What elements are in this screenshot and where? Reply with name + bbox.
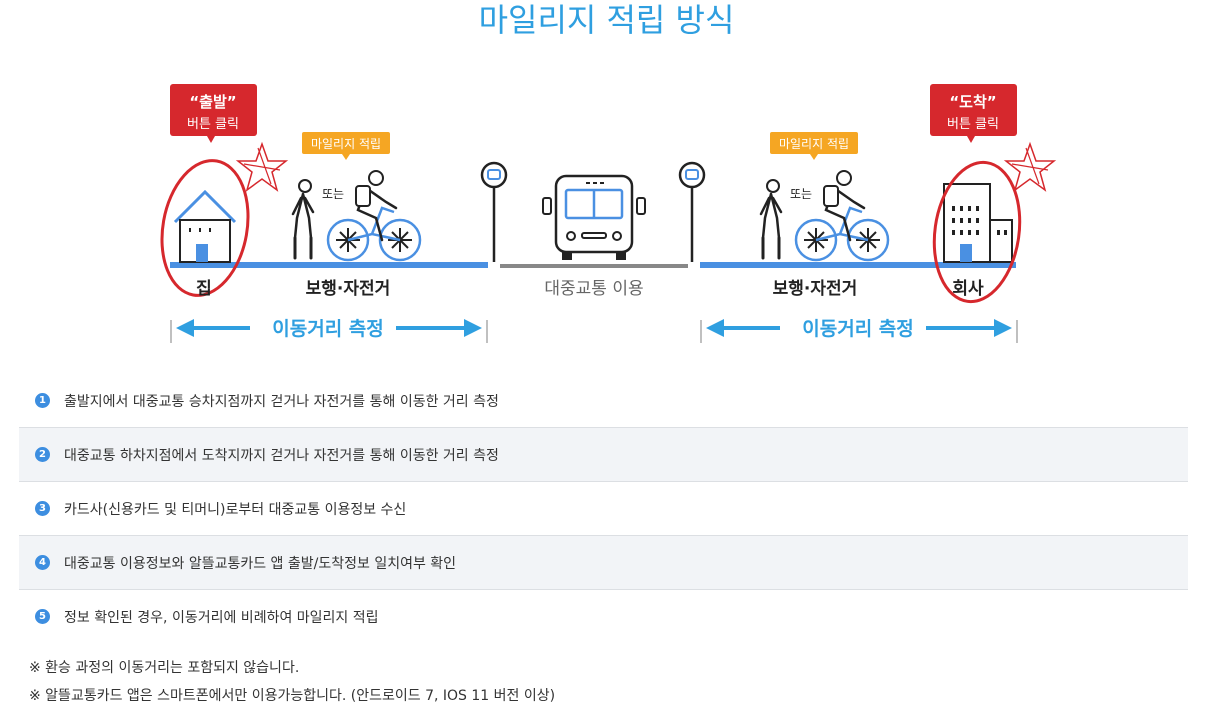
walk-bike-label-right: 보행·자전거 bbox=[773, 279, 858, 299]
start-callout-subtitle: 버튼 클릭 bbox=[187, 117, 239, 132]
step-list: 1 출발지에서 대중교통 승차지점까지 걷거나 자전거를 통해 이동한 거리 측… bbox=[19, 374, 1188, 643]
walker-icon bbox=[291, 178, 315, 260]
walker-icon bbox=[759, 178, 783, 260]
right-ground-line bbox=[700, 262, 1016, 268]
home-label: 집 bbox=[196, 279, 212, 299]
step-text: 출발지에서 대중교통 승차지점까지 걷거나 자전거를 통해 이동한 거리 측정 bbox=[64, 393, 499, 410]
end-circle-mark bbox=[932, 160, 1022, 304]
star-icon bbox=[237, 143, 287, 191]
list-item: 1 출발지에서 대중교통 승차지점까지 걷거나 자전거를 통해 이동한 거리 측… bbox=[19, 374, 1188, 428]
list-item: 2 대중교통 하차지점에서 도착지까지 걷거나 자전거를 통해 이동한 거리 측… bbox=[19, 428, 1188, 482]
walk-bike-label-left: 보행·자전거 bbox=[306, 279, 391, 299]
building-icon bbox=[943, 183, 1013, 263]
end-callout-subtitle: 버튼 클릭 bbox=[947, 117, 999, 132]
svg-text:마일리지 적립: 마일리지 적립 bbox=[311, 137, 381, 151]
measure-arrow-right: 이동거리 측정 bbox=[700, 318, 1018, 343]
end-callout-title: “도착” bbox=[949, 93, 996, 111]
mileage-diagram: “출발” 버튼 클릭 “도착” 버튼 클릭 마일리지 적립 또는 bbox=[160, 84, 1055, 343]
office-label: 회사 bbox=[952, 279, 984, 299]
step-number-badge: 1 bbox=[35, 393, 50, 408]
step-text: 대중교통 이용정보와 알뜰교통카드 앱 출발/도착정보 일치여부 확인 bbox=[64, 555, 457, 572]
list-item: 5 정보 확인된 경우, 이동거리에 비례하여 마일리지 적립 bbox=[19, 590, 1188, 643]
transit-label: 대중교통 이용 bbox=[544, 279, 643, 299]
step-number-badge: 5 bbox=[35, 609, 50, 624]
step-number-badge: 2 bbox=[35, 447, 50, 462]
mileage-badge-left: 마일리지 적립 bbox=[302, 132, 390, 160]
bus-stop-icon bbox=[480, 161, 508, 262]
step-text: 대중교통 하차지점에서 도착지까지 걷거나 자전거를 통해 이동한 거리 측정 bbox=[64, 447, 499, 464]
house-icon bbox=[173, 189, 237, 263]
mileage-badge-right: 마일리지 적립 bbox=[770, 132, 858, 160]
cyclist-icon bbox=[796, 171, 888, 260]
step-text: 정보 확인된 경우, 이동거리에 비례하여 마일리지 적립 bbox=[64, 609, 379, 626]
start-callout: “출발” 버튼 클릭 bbox=[170, 84, 257, 143]
start-circle-mark bbox=[160, 159, 250, 297]
step-text: 카드사(신용카드 및 티머니)로부터 대중교통 이용정보 수신 bbox=[64, 501, 407, 518]
measure-label-right: 이동거리 측정 bbox=[802, 318, 914, 340]
measure-label-left: 이동거리 측정 bbox=[272, 318, 384, 340]
bus-stop-icon bbox=[678, 161, 706, 262]
page-title: 마일리지 적립 방식 bbox=[478, 1, 735, 39]
list-item: 4 대중교통 이용정보와 알뜰교통카드 앱 출발/도착정보 일치여부 확인 bbox=[19, 536, 1188, 590]
list-item: 3 카드사(신용카드 및 티머니)로부터 대중교통 이용정보 수신 bbox=[19, 482, 1188, 536]
cyclist-icon bbox=[328, 171, 420, 260]
measure-arrow-left: 이동거리 측정 bbox=[170, 318, 488, 343]
note-transfer: ※ 환승 과정의 이동거리는 포함되지 않습니다. bbox=[29, 660, 300, 676]
or-label-left: 또는 bbox=[322, 187, 344, 201]
svg-text:마일리지 적립: 마일리지 적립 bbox=[779, 137, 849, 151]
or-label-right: 또는 bbox=[790, 187, 812, 201]
left-ground-line bbox=[170, 262, 488, 268]
transit-ground-line bbox=[500, 264, 688, 268]
note-smartphone: ※ 알뜰교통카드 앱은 스마트폰에서만 이용가능합니다. (안드로이드 7, I… bbox=[29, 688, 556, 704]
star-icon bbox=[1005, 143, 1055, 191]
step-number-badge: 3 bbox=[35, 501, 50, 516]
start-callout-title: “출발” bbox=[189, 93, 236, 111]
bus-icon bbox=[542, 174, 646, 260]
end-callout: “도착” 버튼 클릭 bbox=[930, 84, 1017, 143]
step-number-badge: 4 bbox=[35, 555, 50, 570]
